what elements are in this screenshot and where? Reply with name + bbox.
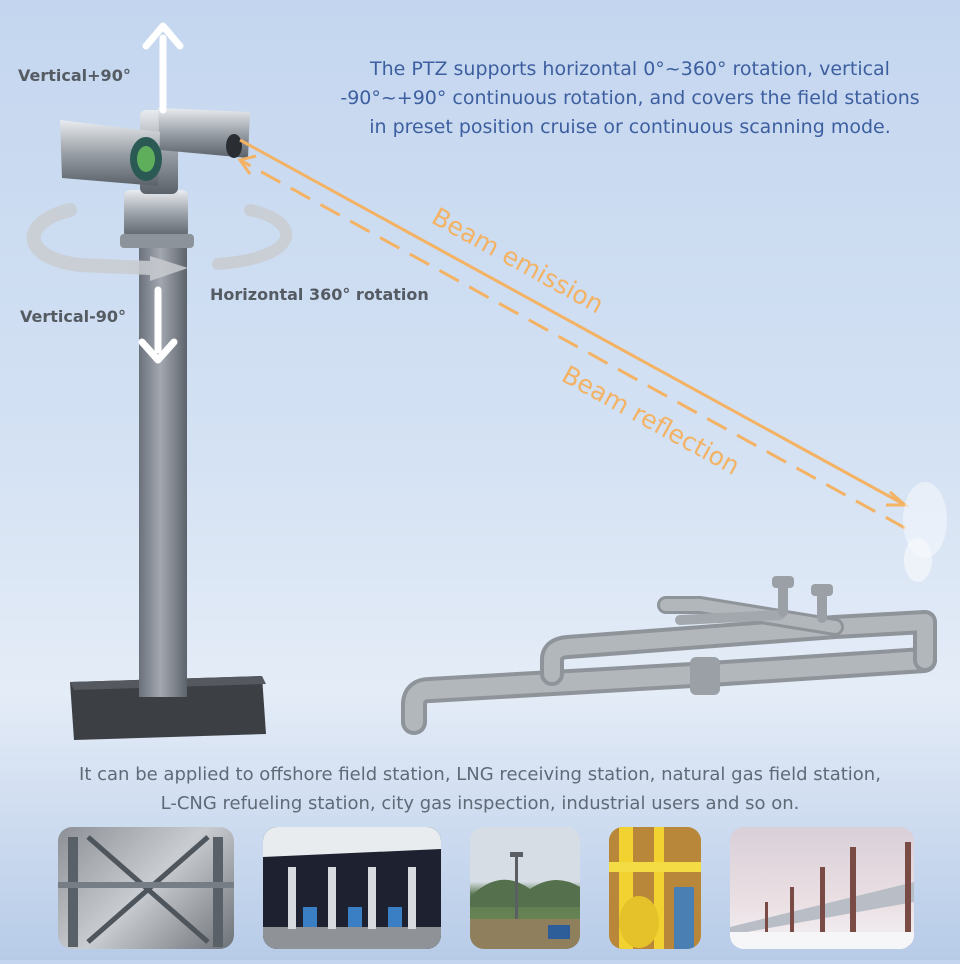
pipeline-art: [730, 842, 914, 949]
horizontal-rotation-arrow-icon: [26, 203, 293, 281]
beam-reflection-line: [237, 154, 906, 530]
beam-emission-line: [239, 138, 910, 507]
vertical-up-label: Vertical+90°: [18, 66, 131, 85]
description-line: The PTZ supports horizontal 0°~360° rota…: [370, 58, 890, 80]
horizontal-rotation-label: Horizontal 360° rotation: [210, 285, 429, 304]
applications-line: It can be applied to offshore field stat…: [79, 764, 881, 785]
pipe-flange: [690, 657, 720, 695]
beam-emission-label: Beam emission: [427, 202, 608, 319]
refueling-station-art: [263, 827, 441, 949]
gas-field-station-photo: [470, 827, 580, 949]
industrial-pipes-art: [609, 827, 701, 949]
ptz-camera: [60, 108, 250, 248]
pipeline-photo: [730, 827, 914, 949]
description-line: in preset position cruise or continuous …: [369, 116, 891, 138]
pipeline: [401, 580, 937, 735]
description-line: -90°~+90° continuous rotation, and cover…: [340, 87, 920, 109]
ptz-description: The PTZ supports horizontal 0°~360° rota…: [300, 55, 960, 142]
vertical-down-label: Vertical-90°: [20, 307, 127, 326]
applications-text: It can be applied to offshore field stat…: [0, 760, 960, 818]
industrial-pipes-photo: [609, 827, 701, 949]
beam-reflection-label: Beam reflection: [557, 360, 745, 481]
applications-line: L-CNG refueling station, city gas inspec…: [160, 793, 800, 814]
gas-leak-plume: [903, 482, 947, 582]
offshore-station-photo: [58, 827, 234, 949]
pole: [139, 245, 187, 697]
offshore-station-art: [58, 835, 234, 947]
refueling-station-photo: [263, 827, 441, 949]
gas-field-station-art: [470, 852, 580, 949]
